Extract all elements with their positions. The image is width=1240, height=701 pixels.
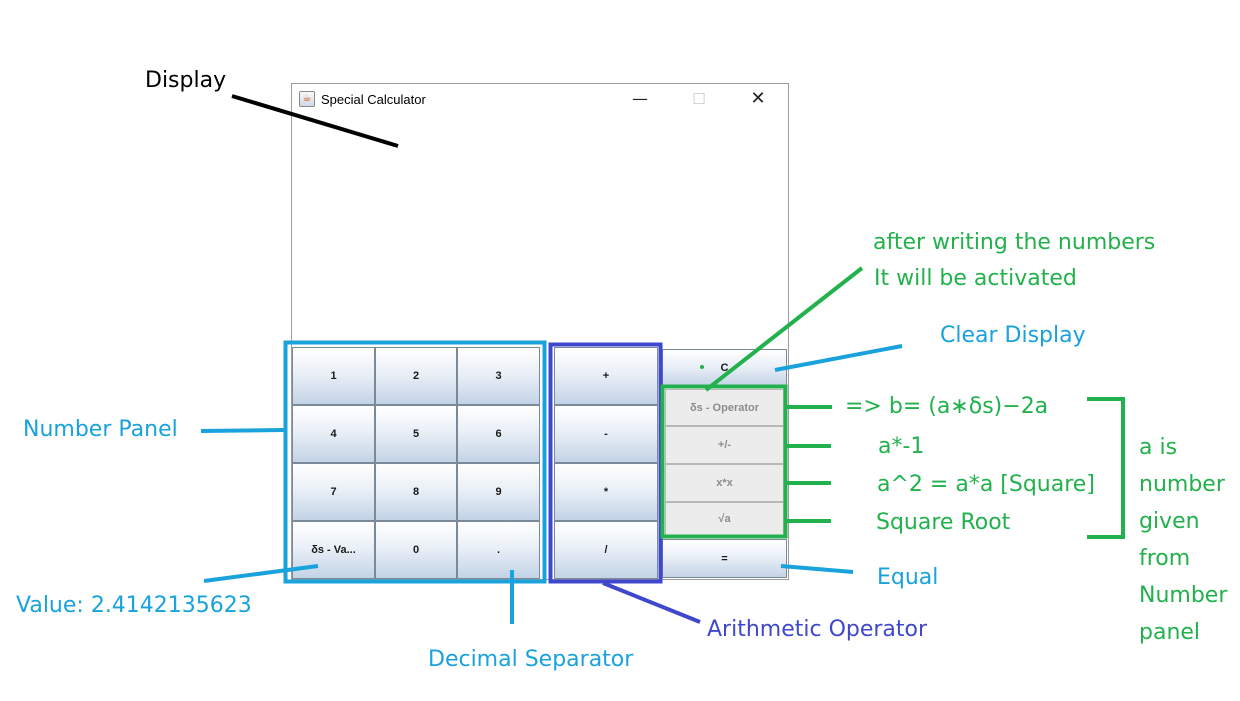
key-4[interactable]: 4 (292, 405, 375, 463)
activation-label-line2: It will be activated (874, 266, 1077, 291)
key-ds-operator[interactable]: δs - Operator (665, 389, 784, 426)
key-5[interactable]: 5 (375, 405, 457, 463)
number-panel-label: Number Panel (23, 417, 178, 442)
sqrt-formula-label: Square Root (876, 510, 1011, 535)
key-ds-value[interactable]: δs - Va... (292, 521, 375, 579)
key-square[interactable]: x*x (665, 464, 784, 502)
key-8[interactable]: 8 (375, 463, 457, 521)
key-equal[interactable]: = (662, 539, 787, 578)
key-plus[interactable]: + (554, 347, 658, 405)
ds-formula-label: => b= (a∗δs)−2a (845, 394, 1049, 419)
clear-display-label: Clear Display (940, 323, 1086, 348)
key-0[interactable]: 0 (375, 521, 457, 579)
a-definition-label: a is number given from Number panel (1139, 435, 1228, 645)
decimal-separator-label: Decimal Separator (428, 647, 634, 672)
key-negate[interactable]: +/- (665, 426, 784, 464)
minimize-button[interactable]: — (632, 89, 648, 108)
key-decimal[interactable]: . (457, 521, 540, 579)
formula-bracket (1087, 397, 1125, 539)
title-bar[interactable]: ☕ Special Calculator — ☐ ✕ (292, 84, 788, 116)
key-3[interactable]: 3 (457, 347, 540, 405)
negate-formula-label: a*-1 (878, 434, 925, 459)
key-divide[interactable]: / (554, 521, 658, 579)
window-title: Special Calculator (321, 92, 426, 107)
equal-label: Equal (877, 565, 939, 590)
display-area (292, 116, 788, 345)
activation-label-line1: after writing the numbers (873, 230, 1156, 255)
key-2[interactable]: 2 (375, 347, 457, 405)
clear-pointer (774, 344, 903, 372)
key-7[interactable]: 7 (292, 463, 375, 521)
number-panel-pointer (200, 428, 286, 433)
key-clear[interactable]: C (662, 349, 787, 387)
key-minus[interactable]: - (554, 405, 658, 463)
equal-pointer (780, 564, 854, 574)
close-button[interactable]: ✕ (750, 88, 766, 109)
key-9[interactable]: 9 (457, 463, 540, 521)
display-label: Display (145, 68, 227, 93)
arithmetic-operator-label: Arithmetic Operator (707, 617, 928, 642)
arithmetic-pointer (602, 581, 701, 624)
key-multiply[interactable]: * (554, 463, 658, 521)
java-app-icon: ☕ (299, 91, 315, 107)
key-1[interactable]: 1 (292, 347, 375, 405)
key-sqrt[interactable]: √a (665, 502, 784, 536)
maximize-button[interactable]: ☐ (692, 90, 706, 108)
square-formula-label: a^2 = a*a [Square] (877, 472, 1095, 497)
value-label: Value: 2.4142135623 (16, 593, 252, 618)
key-6[interactable]: 6 (457, 405, 540, 463)
